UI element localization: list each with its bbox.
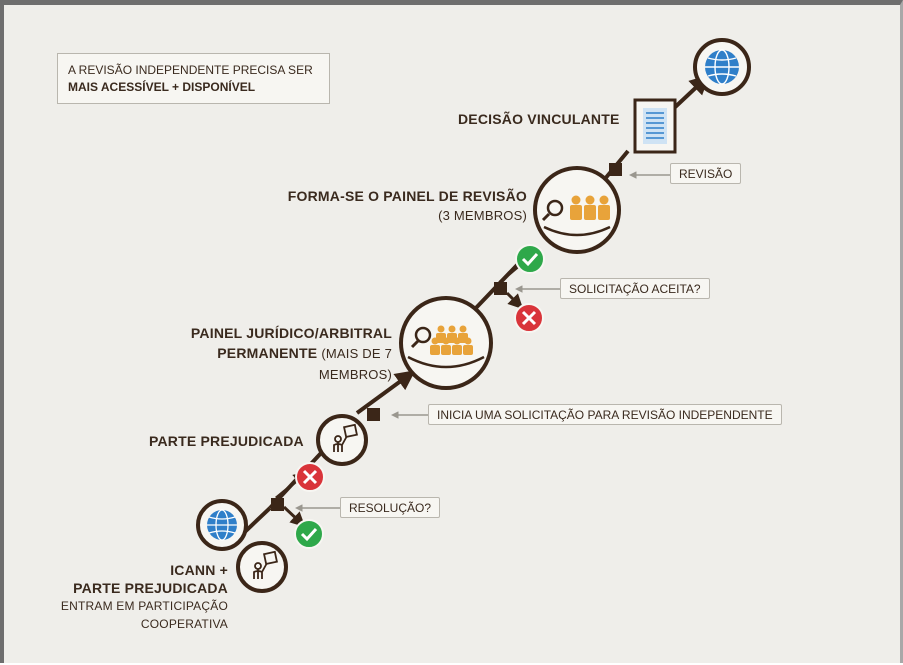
intro-box: A REVISÃO INDEPENDENTE PRECISA SER MAIS … xyxy=(57,53,330,104)
junction-resolution xyxy=(271,498,284,511)
callout-initiates-request: INICIA UMA SOLICITAÇÃO PARA REVISÃO INDE… xyxy=(428,404,782,425)
panel-large-icon xyxy=(399,296,493,390)
callout-review: REVISÃO xyxy=(670,163,742,184)
person-sign-icon-aggrieved xyxy=(316,414,368,466)
junction-request xyxy=(367,408,380,421)
branch-to-accepted-cross xyxy=(505,291,524,310)
globe-icon xyxy=(693,38,751,96)
globe-icon-start xyxy=(196,499,248,551)
label-panel-forms-title: FORMA-SE O PAINEL DE REVISÃO xyxy=(287,188,527,204)
callout-resolution: RESOLUÇÃO? xyxy=(340,497,441,518)
check-icon-start xyxy=(294,519,324,549)
label-standing-panel: PAINEL JURÍDICO/ARBITRAL PERMANENTE (MAI… xyxy=(154,323,392,385)
path-segment-request xyxy=(355,370,416,415)
branch-to-accepted-check xyxy=(499,263,521,284)
label-start: ICANN + PARTE PREJUDICADA ENTRAM EM PART… xyxy=(28,561,228,633)
label-panel-forms-members: (3 MEMBROS) xyxy=(438,208,527,223)
label-start-line1: ICANN + xyxy=(170,562,228,578)
label-decision: DECISÃO VINCULANTE xyxy=(458,111,620,127)
intro-line-1: A REVISÃO INDEPENDENTE PRECISA SER xyxy=(68,63,313,77)
label-start-line2: PARTE PREJUDICADA xyxy=(73,580,228,596)
label-standing-panel-line1: PAINEL JURÍDICO/ARBITRAL xyxy=(190,325,392,341)
callout-request-accepted: SOLICITAÇÃO ACEITA? xyxy=(560,278,710,299)
branch-to-start-check xyxy=(282,505,306,528)
check-icon-accepted xyxy=(515,244,545,274)
cross-icon-accepted xyxy=(514,303,544,333)
label-start-line3: ENTRAM EM PARTICIPAÇÃO xyxy=(60,599,228,613)
label-aggrieved-party: PARTE PREJUDICADA xyxy=(149,433,304,449)
label-standing-panel-line2: PERMANENTE xyxy=(217,345,318,361)
intro-line-2: MAIS ACESSÍVEL + DISPONÍVEL xyxy=(68,80,256,94)
flow-diagram xyxy=(196,38,751,593)
junction-accepted xyxy=(494,282,507,295)
person-sign-icon-start xyxy=(236,541,288,593)
label-panel-forms: FORMA-SE O PAINEL DE REVISÃO (3 MEMBROS) xyxy=(287,187,527,225)
label-start-line4: COOPERATIVA xyxy=(140,617,228,631)
cross-icon-aggrieved xyxy=(295,462,325,492)
junction-review xyxy=(609,163,622,176)
path-segment-decision xyxy=(670,74,710,112)
label-standing-panel-members: (MAIS DE 7 MEMBROS) xyxy=(318,346,392,382)
document-icon xyxy=(633,98,677,154)
panel-three-icon xyxy=(533,166,621,254)
